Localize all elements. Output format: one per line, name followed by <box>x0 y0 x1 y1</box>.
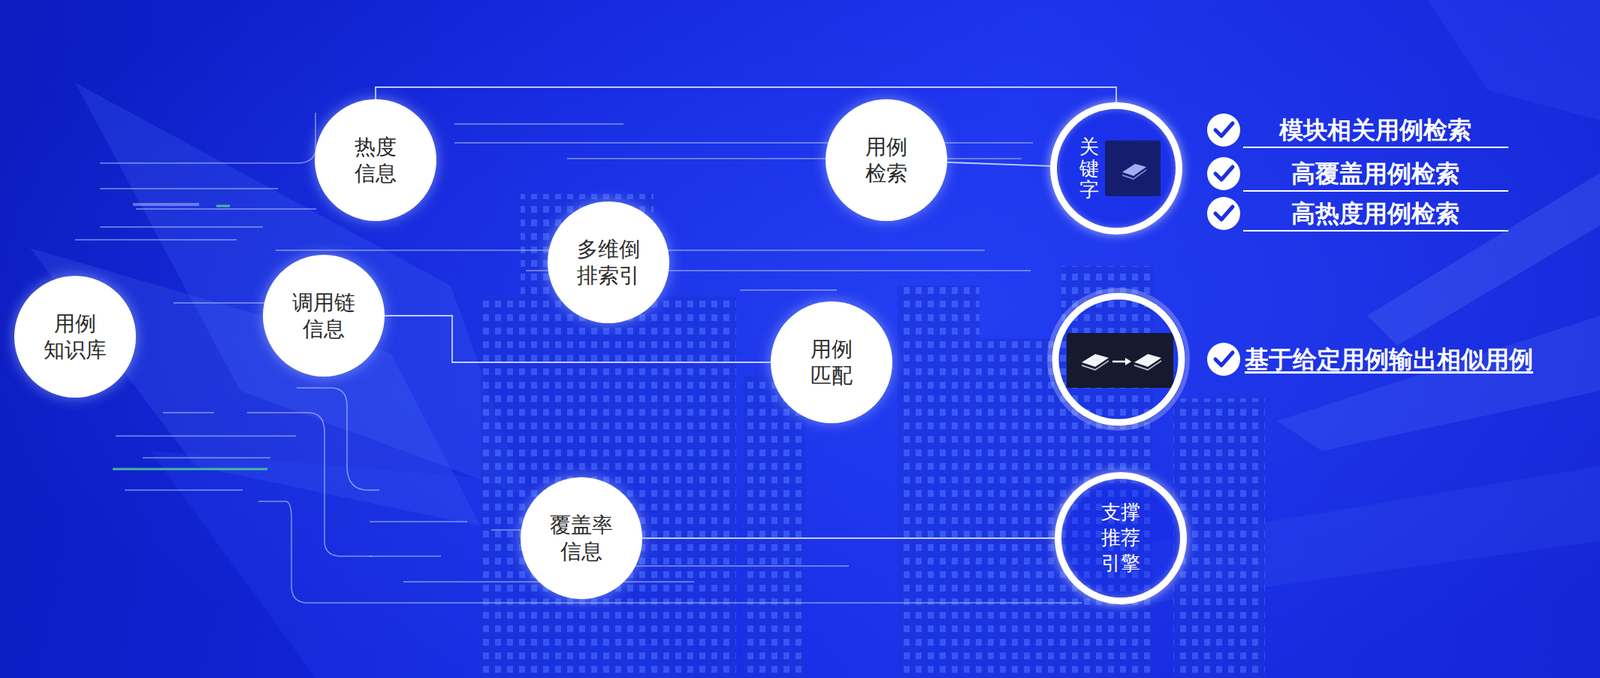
feature-label: 模块相关用例检索 <box>1279 115 1472 145</box>
ring-icons-part <box>1134 359 1162 371</box>
light-streaks-part <box>1367 172 1600 346</box>
flow-lines-part <box>142 456 271 459</box>
light-streaks-part <box>1427 0 1600 121</box>
node-text: 支撑 推荐 引擎 <box>1101 499 1141 576</box>
ring-circle: 关键字 <box>1050 102 1183 235</box>
node-text: 热度 信息 <box>354 133 397 187</box>
check-icons-part <box>1215 166 1233 180</box>
ring-icons-part <box>1134 353 1162 367</box>
info-circle: 多维倒 排索引 <box>547 201 670 324</box>
flow-lines-part <box>132 202 200 206</box>
city-buildings-part <box>979 338 1063 678</box>
city-buildings <box>480 193 1265 678</box>
city-buildings-part <box>743 375 806 678</box>
flow-lines-part <box>163 411 215 414</box>
light-streaks-part <box>1276 315 1600 451</box>
node-text: 关键字 <box>1079 135 1099 201</box>
ring-circle: 支撑 推荐 引擎 <box>1054 471 1187 604</box>
city-buildings-part <box>520 193 654 678</box>
ring-icons-part <box>1055 295 1182 423</box>
flow-lines-part <box>115 434 296 437</box>
connector <box>642 537 1055 539</box>
ring-icons-part <box>1112 360 1126 363</box>
city-buildings-part <box>653 296 737 678</box>
check-icons-part <box>1215 352 1233 366</box>
flow-lines-part <box>454 123 624 125</box>
flow-lines-part <box>99 112 316 164</box>
flow-lines-part <box>173 301 266 304</box>
connector <box>947 162 1051 167</box>
node-text: 用例 检索 <box>865 133 908 187</box>
flow-lines-part <box>112 467 268 471</box>
city-buildings-part <box>1173 398 1265 678</box>
node-text: 用例 知识库 <box>43 310 107 363</box>
flow-lines-part <box>296 387 380 490</box>
feature-label: 基于给定用例输出相似用例 <box>1244 344 1534 374</box>
feature-label: 高热度用例检索 <box>1291 199 1460 228</box>
feature-underlines-part <box>1243 190 1509 192</box>
check-icons-part <box>1207 196 1241 230</box>
ring-icons-part <box>1066 332 1174 388</box>
flow-lines-part <box>369 520 468 523</box>
flow-lines-part <box>739 289 837 291</box>
ring-icons-part <box>1049 289 1188 429</box>
city-buildings-part <box>897 285 980 678</box>
node-text: 用例 匹配 <box>810 335 853 389</box>
ring-icons-part <box>1081 359 1109 371</box>
node-text: 覆盖率 信息 <box>549 511 613 565</box>
feature-underlines-part <box>1243 229 1509 232</box>
feature-underlines-part <box>1243 146 1509 148</box>
check-icons-part <box>1215 206 1233 220</box>
city-buildings-part <box>1061 265 1154 678</box>
check-icons-part <box>1207 342 1241 376</box>
check-icons-part <box>1207 156 1241 191</box>
info-circle: 热度 信息 <box>314 99 437 221</box>
flow-lines-part <box>247 412 372 556</box>
info-circle: 用例 匹配 <box>770 301 893 423</box>
flow-lines-part <box>567 157 1022 160</box>
flow-lines-part <box>99 226 263 228</box>
ring-icons-part <box>1125 357 1132 366</box>
flow-lines-part <box>633 564 849 567</box>
connector <box>375 87 1117 103</box>
check-icons-part <box>1215 123 1233 136</box>
flow-lines-part <box>258 501 1082 603</box>
flow-lines-part <box>454 141 1033 144</box>
node-text: 多维倒 排索引 <box>576 235 640 289</box>
info-circle: 用例 检索 <box>825 99 948 221</box>
check-icons-part <box>1207 113 1241 147</box>
feature-label: 高覆盖用例检索 <box>1291 159 1460 188</box>
feature-underlines <box>1243 147 1509 231</box>
ring-icons-part <box>1081 353 1109 367</box>
flow-lines-part <box>369 555 441 557</box>
flow-lines-part <box>99 187 278 190</box>
info-circle: 用例 知识库 <box>14 275 136 398</box>
flow-lines-part <box>216 205 230 208</box>
info-circle: 调用链 信息 <box>262 254 385 377</box>
flow-lines-part <box>75 238 237 241</box>
check-icons <box>1207 113 1241 376</box>
node-text: 调用链 信息 <box>292 289 356 342</box>
flow-lines-part <box>124 489 243 491</box>
connector <box>384 315 771 363</box>
info-circle: 覆盖率 信息 <box>520 476 643 599</box>
flow-lines-part <box>135 208 317 210</box>
